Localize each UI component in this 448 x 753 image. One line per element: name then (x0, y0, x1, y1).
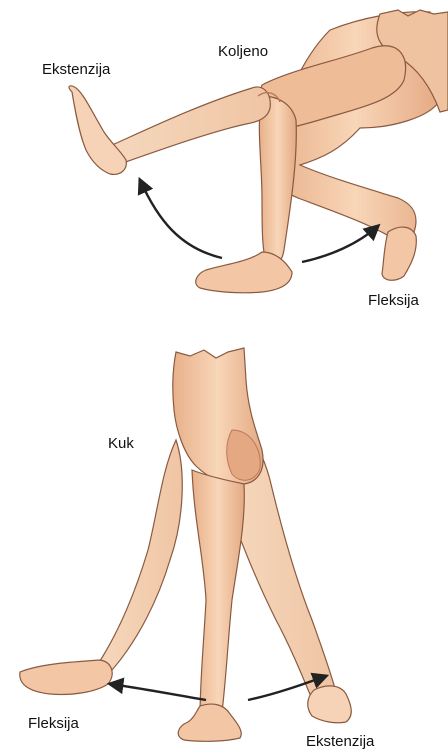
knee-flexion-arrow (302, 226, 378, 262)
hip-flexion-arrow (110, 684, 206, 700)
knee-lifted-shin (108, 87, 271, 164)
knee-lifted-foot (69, 86, 126, 174)
hip-flexion-label: Fleksija (28, 715, 80, 732)
hip-front-foot (20, 660, 112, 695)
hip-support-leg (192, 470, 244, 721)
knee-extension-label: Ekstenzija (42, 61, 111, 78)
knee-front-shin (259, 96, 296, 268)
knee-panel: Ekstenzija Koljeno Fleksija (42, 10, 448, 309)
knee-extension-arrow (140, 180, 222, 258)
hip-joint-label: Kuk (108, 435, 134, 452)
knee-front-foot (196, 252, 292, 293)
hip-support-foot (178, 704, 241, 741)
hip-back-foot (308, 686, 352, 723)
hip-front-thigh (98, 440, 183, 673)
knee-back-foot (382, 227, 416, 280)
hip-panel: Kuk Fleksija Ekstenzija (20, 348, 375, 750)
knee-joint-label: Koljeno (218, 43, 268, 60)
hip-extension-label: Ekstenzija (306, 733, 375, 750)
knee-flexion-label: Fleksija (368, 292, 420, 309)
